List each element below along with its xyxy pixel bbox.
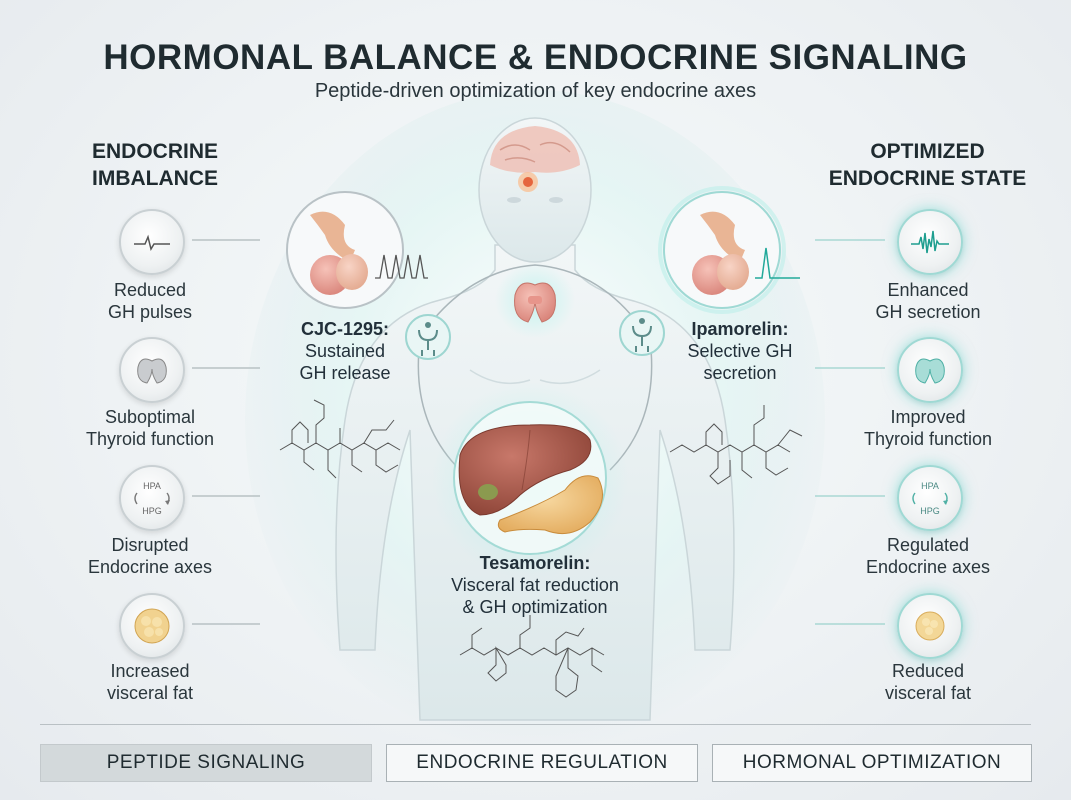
hpa-hpg-axis-icon: HPA HPG (119, 465, 185, 531)
flat-pulse-icon (119, 209, 185, 275)
tab-hormonal-optimization[interactable]: HORMONAL OPTIMIZATION (712, 744, 1032, 782)
hpa-label: HPA (143, 481, 161, 491)
thyroid-icon (119, 337, 185, 403)
cjc-1295-molecule (279, 399, 401, 479)
spiky-pulse-icon (897, 209, 963, 275)
right-column-heading: OPTIMIZED ENDOCRINE STATE (828, 140, 1027, 190)
receptor-icon-right (619, 310, 665, 356)
tab-peptide-signaling[interactable]: PEPTIDE SIGNALING (40, 744, 372, 782)
page-subtitle: Peptide-driven optimization of key endoc… (314, 80, 757, 102)
tesamorelin-molecule (459, 615, 605, 698)
receptor-icon-left (405, 314, 451, 360)
liver-pancreas-circle (432, 382, 628, 578)
cjc-1295-label: CJC-1295: Sustained GH release (299, 319, 391, 383)
ipamorelin-molecule (669, 405, 803, 485)
footer-divider (40, 724, 1031, 725)
pituitary-magnified-left (286, 191, 428, 309)
left-column-heading: ENDOCRINE IMBALANCE (91, 140, 218, 190)
fat-cell-icon (897, 593, 963, 659)
fat-cell-icon (119, 593, 185, 659)
thyroid-icon (897, 337, 963, 403)
tesamorelin-label: Tesamorelin: Visceral fat reduction & GH… (451, 553, 619, 617)
hpg-label: HPG (142, 506, 162, 516)
hpg-label: HPG (920, 506, 940, 516)
hpa-label: HPA (921, 481, 939, 491)
ipamorelin-label: Ipamorelin: Selective GH secretion (687, 319, 793, 383)
tab-endocrine-regulation[interactable]: ENDOCRINE REGULATION (386, 744, 698, 782)
page-title: HORMONAL BALANCE & ENDOCRINE SIGNALING (103, 38, 968, 77)
hpa-hpg-axis-icon: HPA HPG (897, 465, 963, 531)
pituitary-magnified-right (658, 186, 800, 314)
